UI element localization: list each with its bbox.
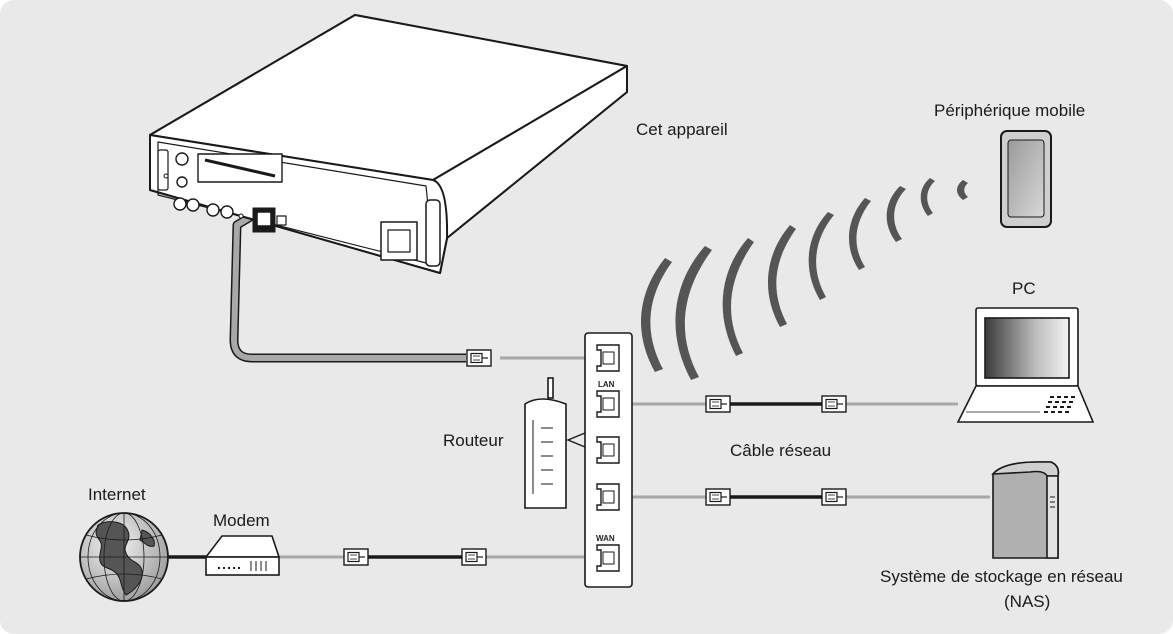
connector-icon <box>821 395 847 413</box>
nas-label-abbr: (NAS) <box>1004 592 1051 611</box>
modem-icon <box>204 535 281 576</box>
cable-label: Câble réseau <box>730 441 832 460</box>
pc-label: PC <box>1012 279 1036 298</box>
wan-port-label: WAN <box>596 534 615 543</box>
modem-label: Modem <box>213 511 270 530</box>
device-icon <box>149 14 628 274</box>
wifi-icon <box>641 178 968 380</box>
nas-label: Système de stockage en réseau <box>880 567 1123 586</box>
mobile-label: Périphérique mobile <box>934 101 1086 120</box>
device-cable <box>229 206 594 363</box>
nas-icon <box>991 461 1060 559</box>
router-icon <box>524 377 586 509</box>
connector-icon <box>705 488 731 506</box>
lan-port-label: LAN <box>598 380 615 389</box>
connector-icon <box>821 488 847 506</box>
internet-label: Internet <box>88 485 146 504</box>
router-label: Routeur <box>443 431 504 450</box>
pc-icon <box>956 307 1095 423</box>
connector-icon <box>466 349 492 367</box>
router-panel-icon <box>584 332 633 588</box>
connector-icon <box>343 548 369 566</box>
mobile-icon <box>1000 130 1052 228</box>
connector-icon <box>705 395 731 413</box>
globe-icon <box>79 512 169 602</box>
connector-icon <box>461 548 487 566</box>
device-label: Cet appareil <box>636 120 728 139</box>
